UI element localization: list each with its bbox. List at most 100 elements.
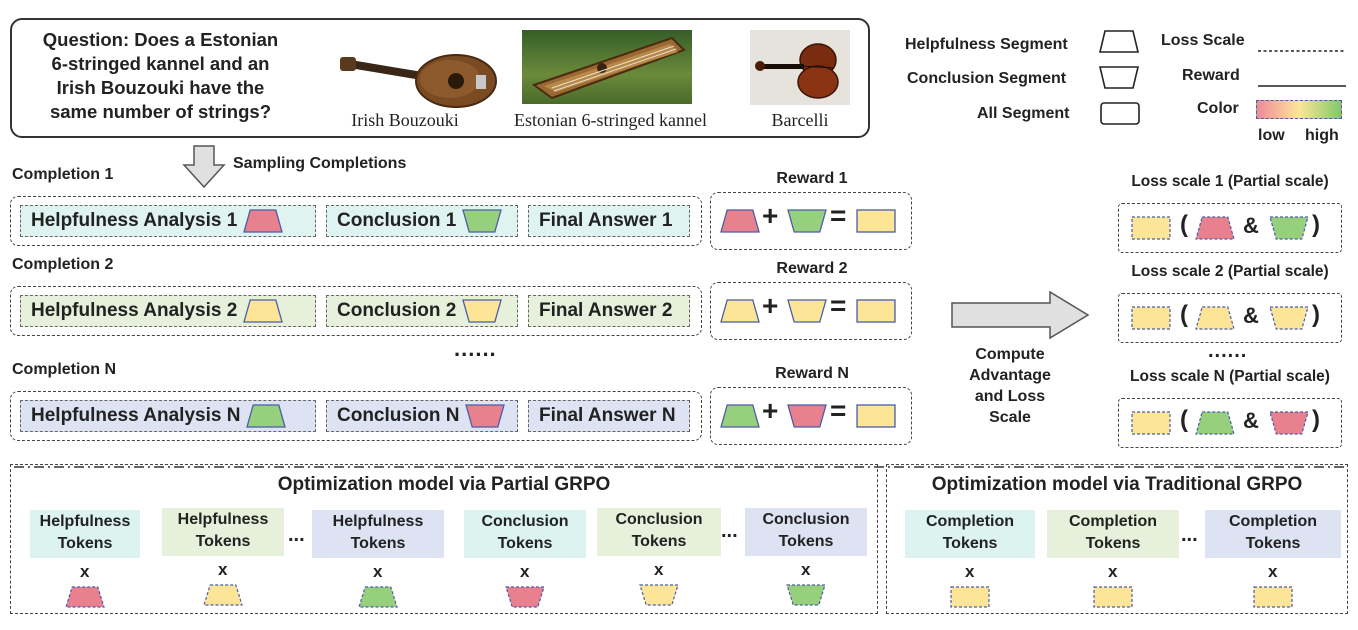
reward-concl-shape [787, 209, 827, 233]
token-label: Tokens [1245, 535, 1301, 552]
final-segment-label: Final Answer 1 [539, 210, 673, 231]
final-segment: Final Answer N [528, 400, 690, 432]
helpfulness-shape-icon [1098, 30, 1140, 59]
token-label: Tokens [1085, 535, 1141, 552]
token-label: Conclusion [615, 511, 703, 528]
loss-scale-title: Loss scale 2 (Partial scale) [1131, 263, 1329, 280]
concl-segment-label: Conclusion 2 [337, 300, 457, 321]
color-gradient-bar [1256, 100, 1342, 119]
concl-segment: Conclusion 1 [326, 205, 518, 237]
multiply-sign: x [218, 560, 228, 579]
reward-total-shape [856, 299, 896, 323]
token-label: Completion [1069, 513, 1157, 530]
plus-sign: + [762, 290, 779, 321]
final-segment: Final Answer 1 [528, 205, 690, 237]
token-label: Tokens [57, 535, 113, 552]
ampersand: & [1243, 213, 1259, 238]
reward-box [710, 282, 912, 340]
concl-score-icon [465, 404, 506, 428]
open-paren: ( [1180, 406, 1188, 433]
reward-total-shape [856, 404, 896, 428]
concl-score-icon [462, 299, 503, 323]
estonian-kannel-image [522, 30, 692, 104]
help-segment: Helpfulness Analysis 2 [20, 295, 316, 327]
legend-all-label: All Segment [977, 105, 1070, 122]
legend-loss-scale-label: Loss Scale [1161, 32, 1245, 49]
completion-box [10, 196, 702, 246]
loss-ellipsis: ...... [1208, 340, 1248, 362]
ampersand: & [1243, 408, 1259, 433]
loss-help-shape [1195, 216, 1235, 240]
help-score-icon [243, 209, 284, 233]
loss-concl-shape [1269, 411, 1309, 435]
token-weight-shape [203, 584, 243, 606]
reward-box [710, 387, 912, 445]
token-label: Conclusion [762, 511, 850, 528]
reward-help-shape [720, 299, 760, 323]
legend-helpfulness-label: Helpfulness Segment [905, 36, 1068, 53]
traditional-grpo-panel [886, 464, 1348, 614]
legend-reward-label: Reward [1182, 67, 1240, 84]
reward-box [710, 192, 912, 250]
multiply-sign: x [965, 562, 975, 581]
close-paren: ) [1312, 406, 1320, 433]
token-weight-shape [639, 584, 679, 606]
help-segment-label: Helpfulness Analysis 2 [31, 300, 238, 321]
barcelli-image [750, 30, 850, 105]
compute-right-arrow-icon [950, 290, 1092, 345]
barcelli-caption: Barcelli [771, 110, 829, 130]
legend-high-label: high [1305, 127, 1339, 144]
compute-label: Compute Advantage and Loss Scale [969, 346, 1051, 426]
completion-ellipsis: ...... [454, 336, 497, 361]
estonian-kannel-caption: Estonian 6-stringed kannel [514, 110, 707, 130]
partial-grpo-panel [10, 464, 878, 614]
irish-bouzouki-caption: Irish Bouzouki [351, 110, 459, 130]
irish-bouzouki-image [338, 35, 498, 110]
token-weight-shape [1093, 586, 1133, 608]
reward-title: Reward 1 [776, 170, 848, 187]
close-paren: ) [1312, 301, 1320, 328]
token-weight-shape [1253, 586, 1293, 608]
all-segment-shape-icon [1100, 102, 1140, 131]
final-segment-label: Final Answer 2 [539, 300, 673, 321]
loss-total-shape [1131, 306, 1171, 330]
close-paren: ) [1312, 211, 1320, 238]
token-weight-shape [358, 586, 398, 608]
open-paren: ( [1180, 301, 1188, 328]
reward-help-shape [720, 404, 760, 428]
equals-sign: = [830, 290, 847, 321]
loss-help-shape [1195, 306, 1235, 330]
open-paren: ( [1180, 211, 1188, 238]
completion-box [10, 391, 702, 441]
loss-scale-title: Loss scale 1 (Partial scale) [1131, 173, 1329, 190]
concl-score-icon [462, 209, 503, 233]
help-score-icon [246, 404, 287, 428]
multiply-sign: x [654, 560, 664, 579]
token-label: Helpfulness [39, 513, 131, 530]
final-segment: Final Answer 2 [528, 295, 690, 327]
multiply-sign: x [80, 562, 90, 581]
token-ellipsis: ... [1181, 524, 1198, 546]
multiply-sign: x [1108, 562, 1118, 581]
loss-scale-line-icon [1258, 40, 1348, 58]
ampersand: & [1243, 303, 1259, 328]
help-segment-label: Helpfulness Analysis 1 [31, 210, 238, 231]
token-label: Tokens [350, 535, 406, 552]
loss-help-shape [1195, 411, 1235, 435]
help-segment-label: Helpfulness Analysis N [31, 405, 241, 426]
loss-scale-box [1118, 398, 1342, 448]
reward-concl-shape [787, 299, 827, 323]
loss-total-shape [1131, 411, 1171, 435]
token-label: Helpfulness [177, 511, 269, 528]
token-label: Completion [1229, 513, 1317, 530]
multiply-sign: x [1268, 562, 1278, 581]
loss-concl-shape [1269, 216, 1309, 240]
help-segment: Helpfulness Analysis N [20, 400, 316, 432]
multiply-sign: x [373, 562, 383, 581]
traditional-grpo-title: Optimization model via Traditional GRPO [931, 474, 1303, 495]
